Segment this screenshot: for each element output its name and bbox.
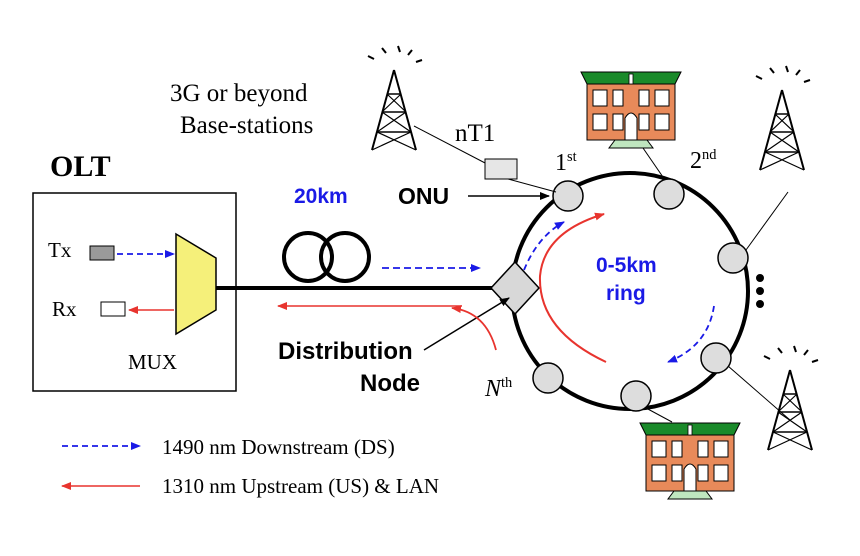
olt-label: OLT xyxy=(50,150,111,183)
fiber-spool-right xyxy=(319,231,371,283)
building-bottom-link xyxy=(645,407,673,423)
ring-label: ring xyxy=(606,282,646,305)
onu-n xyxy=(532,362,564,394)
tx-block xyxy=(89,245,115,261)
onu-1-label: 1st xyxy=(555,149,577,176)
onu-5 xyxy=(620,380,652,412)
ring-distance-label: 0-5km xyxy=(596,254,657,277)
distribution-pointer xyxy=(423,297,510,351)
ring-more-dot xyxy=(756,300,764,308)
base-station-tower-1 xyxy=(367,45,423,151)
ring-more-dot xyxy=(756,287,764,295)
onu-2-label: 2nd xyxy=(690,147,717,174)
base-station-tower-2 xyxy=(755,65,811,171)
onu-label: ONU xyxy=(398,183,450,209)
building-top xyxy=(580,71,682,149)
tower-3-link xyxy=(727,365,791,421)
nt1-label: nT1 xyxy=(455,120,496,147)
fiber-spool-left xyxy=(282,231,334,283)
building-top-link xyxy=(642,147,666,181)
base-stations-label-line2: Base-stations xyxy=(180,112,314,139)
building-bottom xyxy=(639,422,741,500)
distribution-label: Distribution xyxy=(278,338,413,365)
onu-4 xyxy=(700,342,732,374)
nt1-onu-link xyxy=(507,178,557,193)
legend-downstream-label: 1490 nm Downstream (DS) xyxy=(162,435,395,459)
tx-label: Tx xyxy=(48,238,72,262)
legend-upstream-label: 1310 nm Upstream (US) & LAN xyxy=(162,474,440,498)
distance-label: 20km xyxy=(294,185,348,208)
rx-block xyxy=(100,301,126,317)
distribution-node xyxy=(489,260,541,316)
onu-3 xyxy=(717,242,749,274)
onu-2 xyxy=(653,178,685,210)
onu-1 xyxy=(552,180,584,212)
mux-label: MUX xyxy=(128,350,178,374)
ring-downstream-arrow-top xyxy=(523,221,565,271)
onu-n-label: Nth xyxy=(485,375,513,402)
base-stations-label: 3G or beyond xyxy=(170,80,308,107)
rx-label: Rx xyxy=(52,297,77,321)
node-upstream-curve xyxy=(451,305,497,351)
mux-block xyxy=(175,232,217,336)
ring-upstream-arc xyxy=(538,212,607,363)
base-station-tower-3 xyxy=(763,345,819,451)
nt1-box xyxy=(484,158,518,180)
ring-more-dot xyxy=(756,274,764,282)
tower-1-link xyxy=(413,125,488,165)
olt-box xyxy=(32,192,237,392)
distribution-label-line2: Node xyxy=(360,370,420,397)
tower-2-link xyxy=(745,191,789,251)
